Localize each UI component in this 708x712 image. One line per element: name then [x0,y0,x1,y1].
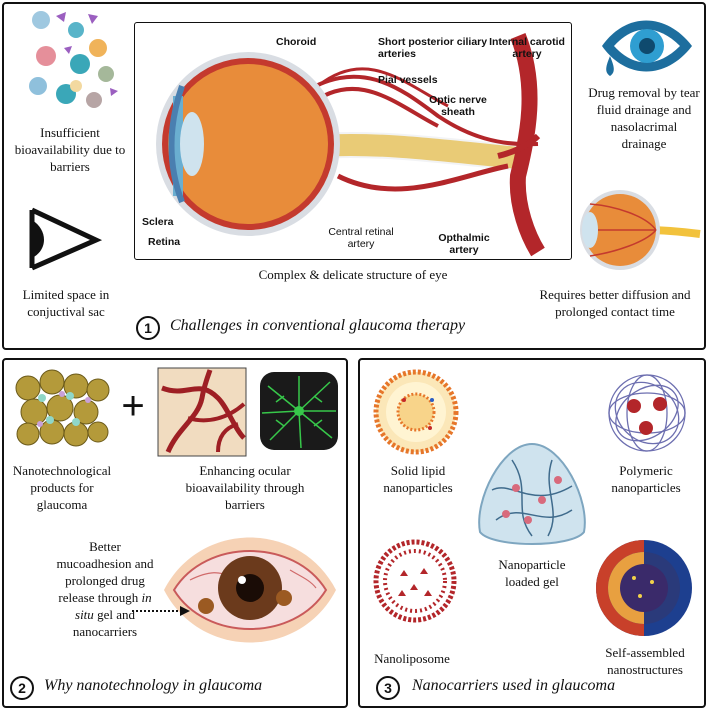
label-opthalmic: Opthalmic artery [438,232,490,256]
blood-vessel-tissue-icon [157,367,247,457]
label-optic-sheath: Optic nerve sheath [429,94,487,118]
panel1-title: Challenges in conventional glaucoma ther… [170,317,466,334]
tear-eye-icon [602,20,692,76]
mucoadhesion-text-part2: gel and nanocarriers [72,607,138,639]
label-pial-vessels: Pial vessels [378,74,438,86]
eye-anatomy-illustration [156,33,545,257]
nanoparticle-loaded-gel-icon [478,442,586,545]
panel2-title: Why nanotechnology in glaucoma [44,677,263,694]
limited-space-text: Limited space in conjuctival sac [22,287,110,319]
label-choroid: Choroid [276,36,317,48]
eye-outline-icon [29,207,103,271]
nanoparticle-cluster-illustration [15,369,110,447]
insufficient-bioavailability-text: Insufficient bioavailability due to barr… [14,125,126,174]
label-sclera: Sclera [142,216,174,228]
polymeric-nanoparticles-label: Polymeric nanoparticles [611,463,681,495]
solid-lipid-nanoparticles-label: Solid lipid nanoparticles [383,463,453,495]
mucoadhesion-text: Better mucoadhesion and prolonged drug r… [50,538,160,640]
panel3-number-badge: 3 [376,676,400,700]
self-assembled-label: Self-assembled nanostructures [605,645,685,677]
panel2-number-badge: 2 [10,676,34,700]
label-internal-carotid: Internal carotid artery [489,36,565,60]
label-retina: Retina [148,236,181,248]
nanoliposome-icon [373,539,457,623]
diffusion-text: Requires better diffusion and prolonged … [539,287,691,319]
mucoadhesion-text-part1: Better mucoadhesion and prolonged drug r… [56,539,154,605]
enhancing-bioavailability-text: Enhancing ocular bioavailability through… [185,463,305,512]
nanoliposome-label: Nanoliposome [374,651,450,666]
eye-anatomy-frame [134,22,572,260]
polymeric-nanoparticle-icon [608,374,686,452]
nanoparticle-loaded-gel-label: Nanoparticle loaded gel [498,557,566,589]
pointer-arrow [132,606,190,616]
retina-neuron-icon [260,372,338,450]
drug-particles-illustration [29,11,118,108]
nanotech-products-text: Nanotechnological products for glaucoma [12,463,112,512]
label-central-retinal: Central retinal artery [328,226,394,250]
plus-sign: + [121,384,145,428]
panel1-number-badge: 1 [136,316,160,340]
red-eye-illustration [164,537,336,643]
drug-removal-text: Drug removal by tear fluid drainage and … [588,85,700,151]
panel-challenges [2,2,706,350]
label-short-posterior: Short posterior ciliary arteries [378,36,488,60]
panel3-title: Nanocarriers used in glaucoma [412,677,616,694]
eye-cross-section-icon [580,190,701,270]
mucoadhesion-text-italic: in situ [75,590,152,622]
solid-lipid-nanoparticle-icon [373,369,459,455]
self-assembled-nanostructure-icon [596,540,692,636]
eye-caption: Complex & delicate structure of eye [258,267,448,282]
